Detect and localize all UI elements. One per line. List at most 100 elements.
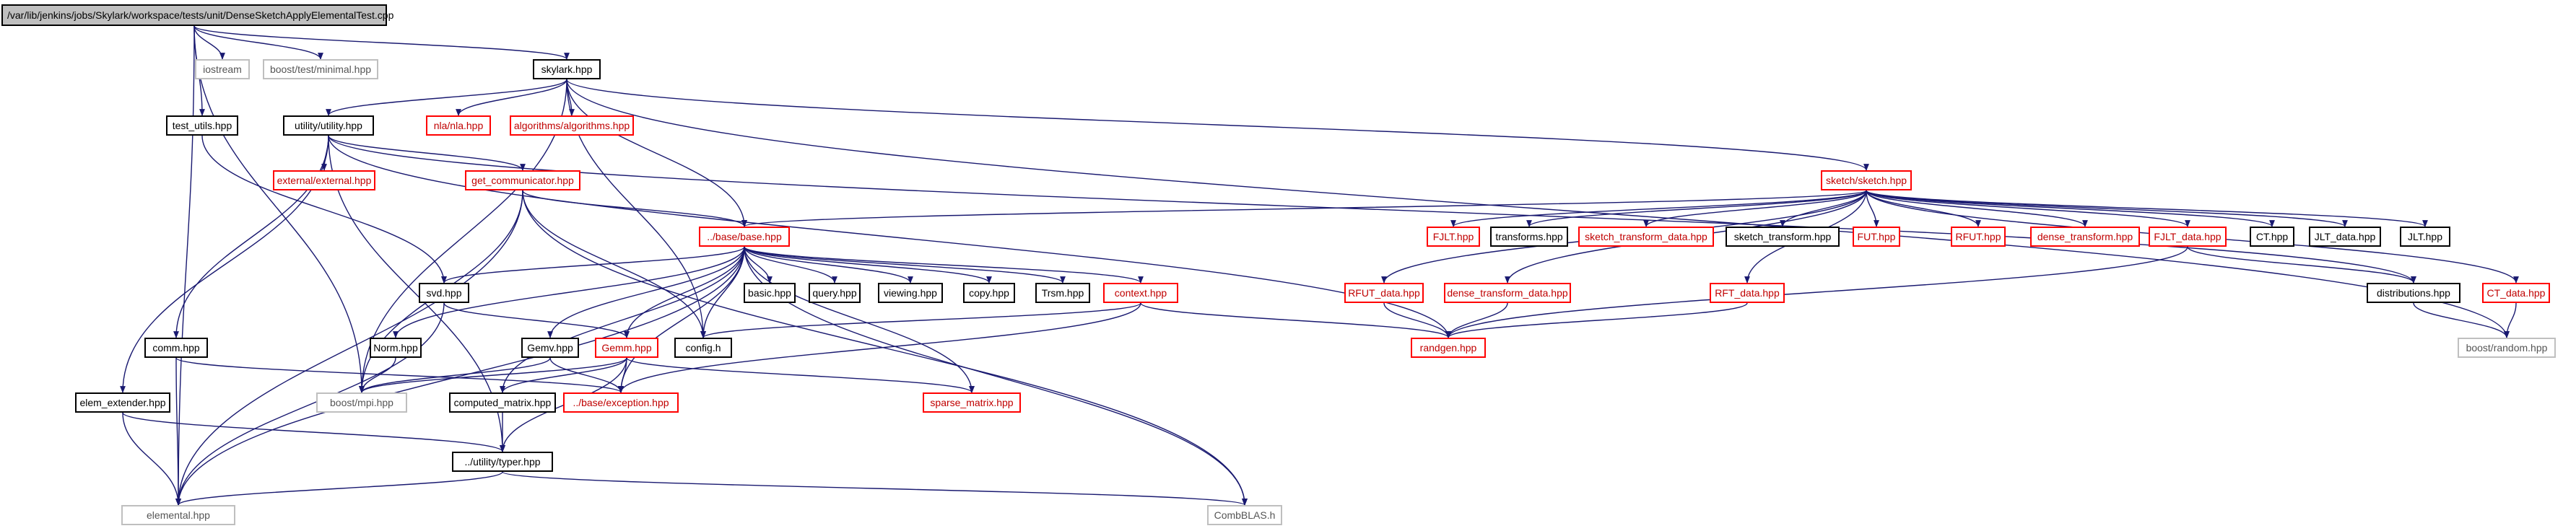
edge-base-to-gemm bbox=[624, 246, 745, 338]
edge-skylark-to-nla bbox=[456, 79, 567, 116]
edge-comm-to-elemental bbox=[175, 357, 181, 506]
edge-root-file-to-elemental bbox=[175, 25, 195, 506]
edge-gemm-to-computed-matrix bbox=[500, 357, 627, 393]
rfut-data-node[interactable]: RFUT_data.hpp bbox=[1344, 283, 1424, 303]
basic-node[interactable]: basic.hpp bbox=[744, 283, 796, 303]
query-node[interactable]: query.hpp bbox=[809, 283, 861, 303]
config-node[interactable]: config.h bbox=[674, 338, 732, 358]
comm-node[interactable]: comm.hpp bbox=[144, 338, 208, 358]
sketch-transform-data-node[interactable]: sketch_transform_data.hpp bbox=[1578, 227, 1714, 247]
nla-node[interactable]: nla/nla.hpp bbox=[426, 115, 491, 136]
edge-context-to-exception bbox=[618, 302, 1141, 393]
gemm-node[interactable]: Gemm.hpp bbox=[595, 338, 658, 358]
edge-sketch-to-jlt-data bbox=[1866, 190, 2348, 227]
trsm-node[interactable]: Trsm.hpp bbox=[1035, 283, 1090, 303]
fut-node[interactable]: FUT.hpp bbox=[1853, 227, 1900, 247]
edge-typer-to-elemental bbox=[175, 471, 503, 506]
transforms-node[interactable]: transforms.hpp bbox=[1490, 227, 1568, 247]
edge-comm-to-exception bbox=[175, 357, 624, 393]
rft-data-node[interactable]: RFT_data.hpp bbox=[1710, 283, 1785, 303]
ct-node[interactable]: CT.hpp bbox=[2250, 227, 2294, 247]
ct-data-node[interactable]: CT_data.hpp bbox=[2482, 283, 2550, 303]
edge-gemv-to-boost-mpi bbox=[359, 357, 551, 393]
root-file-node: /var/lib/jenkins/jobs/Skylark/workspace/… bbox=[1, 4, 393, 26]
edge-base-to-config bbox=[700, 246, 745, 338]
randgen-node[interactable]: randgen.hpp bbox=[1411, 338, 1486, 358]
jlt-data-node[interactable]: JLT_data.hpp bbox=[2309, 227, 2381, 247]
edge-gemv-to-exception bbox=[549, 357, 624, 393]
edge-sketch-to-jlt bbox=[1866, 190, 2428, 227]
sketch-node[interactable]: sketch/sketch.hpp bbox=[1821, 170, 1912, 190]
boost-random-node: boost/random.hpp bbox=[2458, 338, 2556, 358]
computed-matrix-node[interactable]: computed_matrix.hpp bbox=[449, 392, 556, 413]
edge-gemm-to-boost-mpi bbox=[359, 357, 627, 393]
edge-sketch-to-rfut bbox=[1866, 190, 1981, 227]
edge-base-to-viewing bbox=[744, 246, 913, 284]
algorithms-node[interactable]: algorithms/algorithms.hpp bbox=[510, 115, 634, 136]
edge-context-to-config bbox=[700, 302, 1141, 338]
edge-gemm-to-sparse-matrix bbox=[626, 357, 975, 393]
gemv-node[interactable]: Gemv.hpp bbox=[521, 338, 579, 358]
boost-mpi-node: boost/mpi.hpp bbox=[316, 392, 407, 413]
edge-utility-to-get-communicator bbox=[328, 135, 526, 171]
edge-base-to-gemv bbox=[547, 246, 745, 338]
edge-fjlt-data-to-randgen bbox=[1445, 246, 2188, 338]
sketch-transform-node[interactable]: sketch_transform.hpp bbox=[1726, 227, 1840, 247]
base-node[interactable]: ../base/base.hpp bbox=[699, 227, 790, 247]
skylark-node[interactable]: skylark.hpp bbox=[533, 59, 601, 79]
rfut-node[interactable]: RFUT.hpp bbox=[1951, 227, 2006, 247]
edge-sketch-to-fjlt bbox=[1450, 190, 1867, 227]
exception-node[interactable]: ../base/exception.hpp bbox=[563, 392, 679, 413]
edge-svd-to-gemm bbox=[443, 302, 630, 338]
external-node[interactable]: external/external.hpp bbox=[273, 170, 375, 190]
edge-sketch-to-base bbox=[741, 190, 1867, 227]
edge-skylark-to-base bbox=[566, 79, 747, 227]
distributions-node[interactable]: distributions.hpp bbox=[2367, 283, 2460, 303]
norm-node[interactable]: Norm.hpp bbox=[370, 338, 422, 358]
edge-sketch-to-ct bbox=[1866, 190, 2275, 227]
edge-root-file-to-skylark bbox=[193, 25, 570, 60]
utility-node[interactable]: utility/utility.hpp bbox=[283, 115, 374, 136]
edge-skylark-to-utility bbox=[326, 79, 567, 116]
elemental-node: elemental.hpp bbox=[121, 505, 235, 525]
edge-utility-to-comm bbox=[173, 135, 329, 338]
edge-rfut-data-to-randgen bbox=[1383, 302, 1451, 338]
edge-base-to-trsm bbox=[744, 246, 1066, 284]
edge-ct-data-to-boost-random bbox=[2504, 302, 2517, 338]
edge-elem-extender-to-typer bbox=[122, 412, 505, 452]
edge-utility-to-distributions bbox=[328, 135, 2416, 284]
edge-sketch-to-fut bbox=[1866, 190, 1879, 227]
elem-extender-node[interactable]: elem_extender.hpp bbox=[75, 392, 170, 413]
copy-node[interactable]: copy.hpp bbox=[963, 283, 1015, 303]
edge-base-to-svd bbox=[441, 246, 745, 284]
edge-base-to-context bbox=[744, 246, 1144, 284]
fjlt-data-node[interactable]: FJLT_data.hpp bbox=[2149, 227, 2227, 247]
dense-transform-data-node[interactable]: dense_transform_data.hpp bbox=[1444, 283, 1571, 303]
edge-get-communicator-to-elemental bbox=[175, 190, 523, 506]
edge-get-communicator-to-base bbox=[522, 190, 747, 227]
typer-node[interactable]: ../utility/typer.hpp bbox=[452, 452, 553, 472]
get-communicator-node[interactable]: get_communicator.hpp bbox=[465, 170, 580, 190]
edge-base-to-exception bbox=[618, 246, 745, 393]
sparse-matrix-node[interactable]: sparse_matrix.hpp bbox=[923, 392, 1021, 413]
edge-sketch-to-dense-transform bbox=[1866, 190, 2088, 227]
test-utils-node[interactable]: test_utils.hpp bbox=[166, 115, 238, 136]
edge-sketch-to-transforms bbox=[1526, 190, 1867, 227]
edge-test-utils-to-svd bbox=[201, 135, 447, 284]
edge-root-file-to-boost-mpi bbox=[193, 25, 365, 393]
edge-base-to-norm bbox=[393, 246, 745, 338]
edge-sketch-to-fjlt-data bbox=[1866, 190, 2190, 227]
iostream-node: iostream bbox=[195, 59, 250, 79]
svd-node[interactable]: svd.hpp bbox=[419, 283, 469, 303]
dense-transform-node[interactable]: dense_transform.hpp bbox=[2030, 227, 2140, 247]
viewing-node[interactable]: viewing.hpp bbox=[878, 283, 943, 303]
jlt-node[interactable]: JLT.hpp bbox=[2400, 227, 2450, 247]
edge-svd-to-elemental bbox=[175, 302, 445, 506]
edge-base-to-query bbox=[744, 246, 837, 284]
edge-fjlt-data-to-distributions bbox=[2187, 246, 2416, 284]
edge-base-to-copy bbox=[744, 246, 992, 284]
edge-root-file-to-boost-test bbox=[193, 25, 323, 60]
context-node[interactable]: context.hpp bbox=[1103, 283, 1178, 303]
fjlt-node[interactable]: FJLT.hpp bbox=[1427, 227, 1480, 247]
